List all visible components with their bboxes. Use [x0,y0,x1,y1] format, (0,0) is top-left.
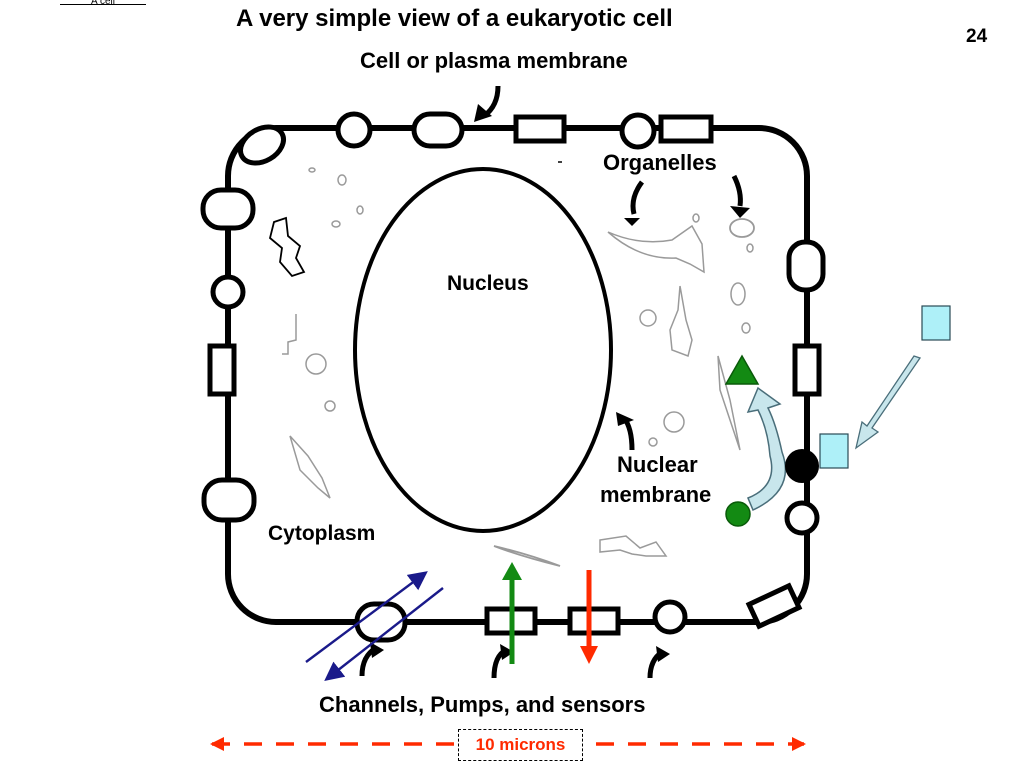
membrane-proteins-top [238,111,714,166]
channels-label: Channels, Pumps, and sensors [319,692,646,717]
membrane-proteins-right [784,239,826,536]
page-title: A very simple view of a eukaryotic cell [236,5,673,32]
ligand-square-outside [921,305,951,341]
pointer-arrowheads [370,104,750,662]
cytoplasm-label: Cytoplasm [268,522,376,545]
green-pump-arrowhead [502,562,522,580]
membrane-label: Cell or plasma membrane [360,48,628,73]
nucleus-label: Nucleus [447,272,529,295]
ligand-square-bound [819,433,849,469]
membrane-proteins-left [200,187,257,523]
organelles [268,161,755,567]
channel-arrow-out [324,587,444,681]
membrane-proteins-bottom [354,582,803,643]
ligand-green-circle [725,501,751,527]
red-pump-arrowhead [580,646,598,664]
scale-arrowhead-left [210,737,224,751]
curved-signal-arrow [746,386,787,512]
slide-number: 24 [966,26,988,47]
organelles-label: Organelles [603,150,717,175]
nuclear-membrane-label-line1: Nuclear [617,452,698,477]
scale-arrowhead-right [792,737,806,751]
nuclear-membrane-label-line2: membrane [600,482,712,507]
corner-label: A cell [60,0,146,5]
ligand-approach-arrow [854,355,922,450]
ligand-green-triangle [724,354,760,385]
receptor-protein [785,449,819,483]
scale-label: 10 microns [458,729,583,761]
channel-arrow-in [305,571,428,663]
nucleus [353,167,613,533]
